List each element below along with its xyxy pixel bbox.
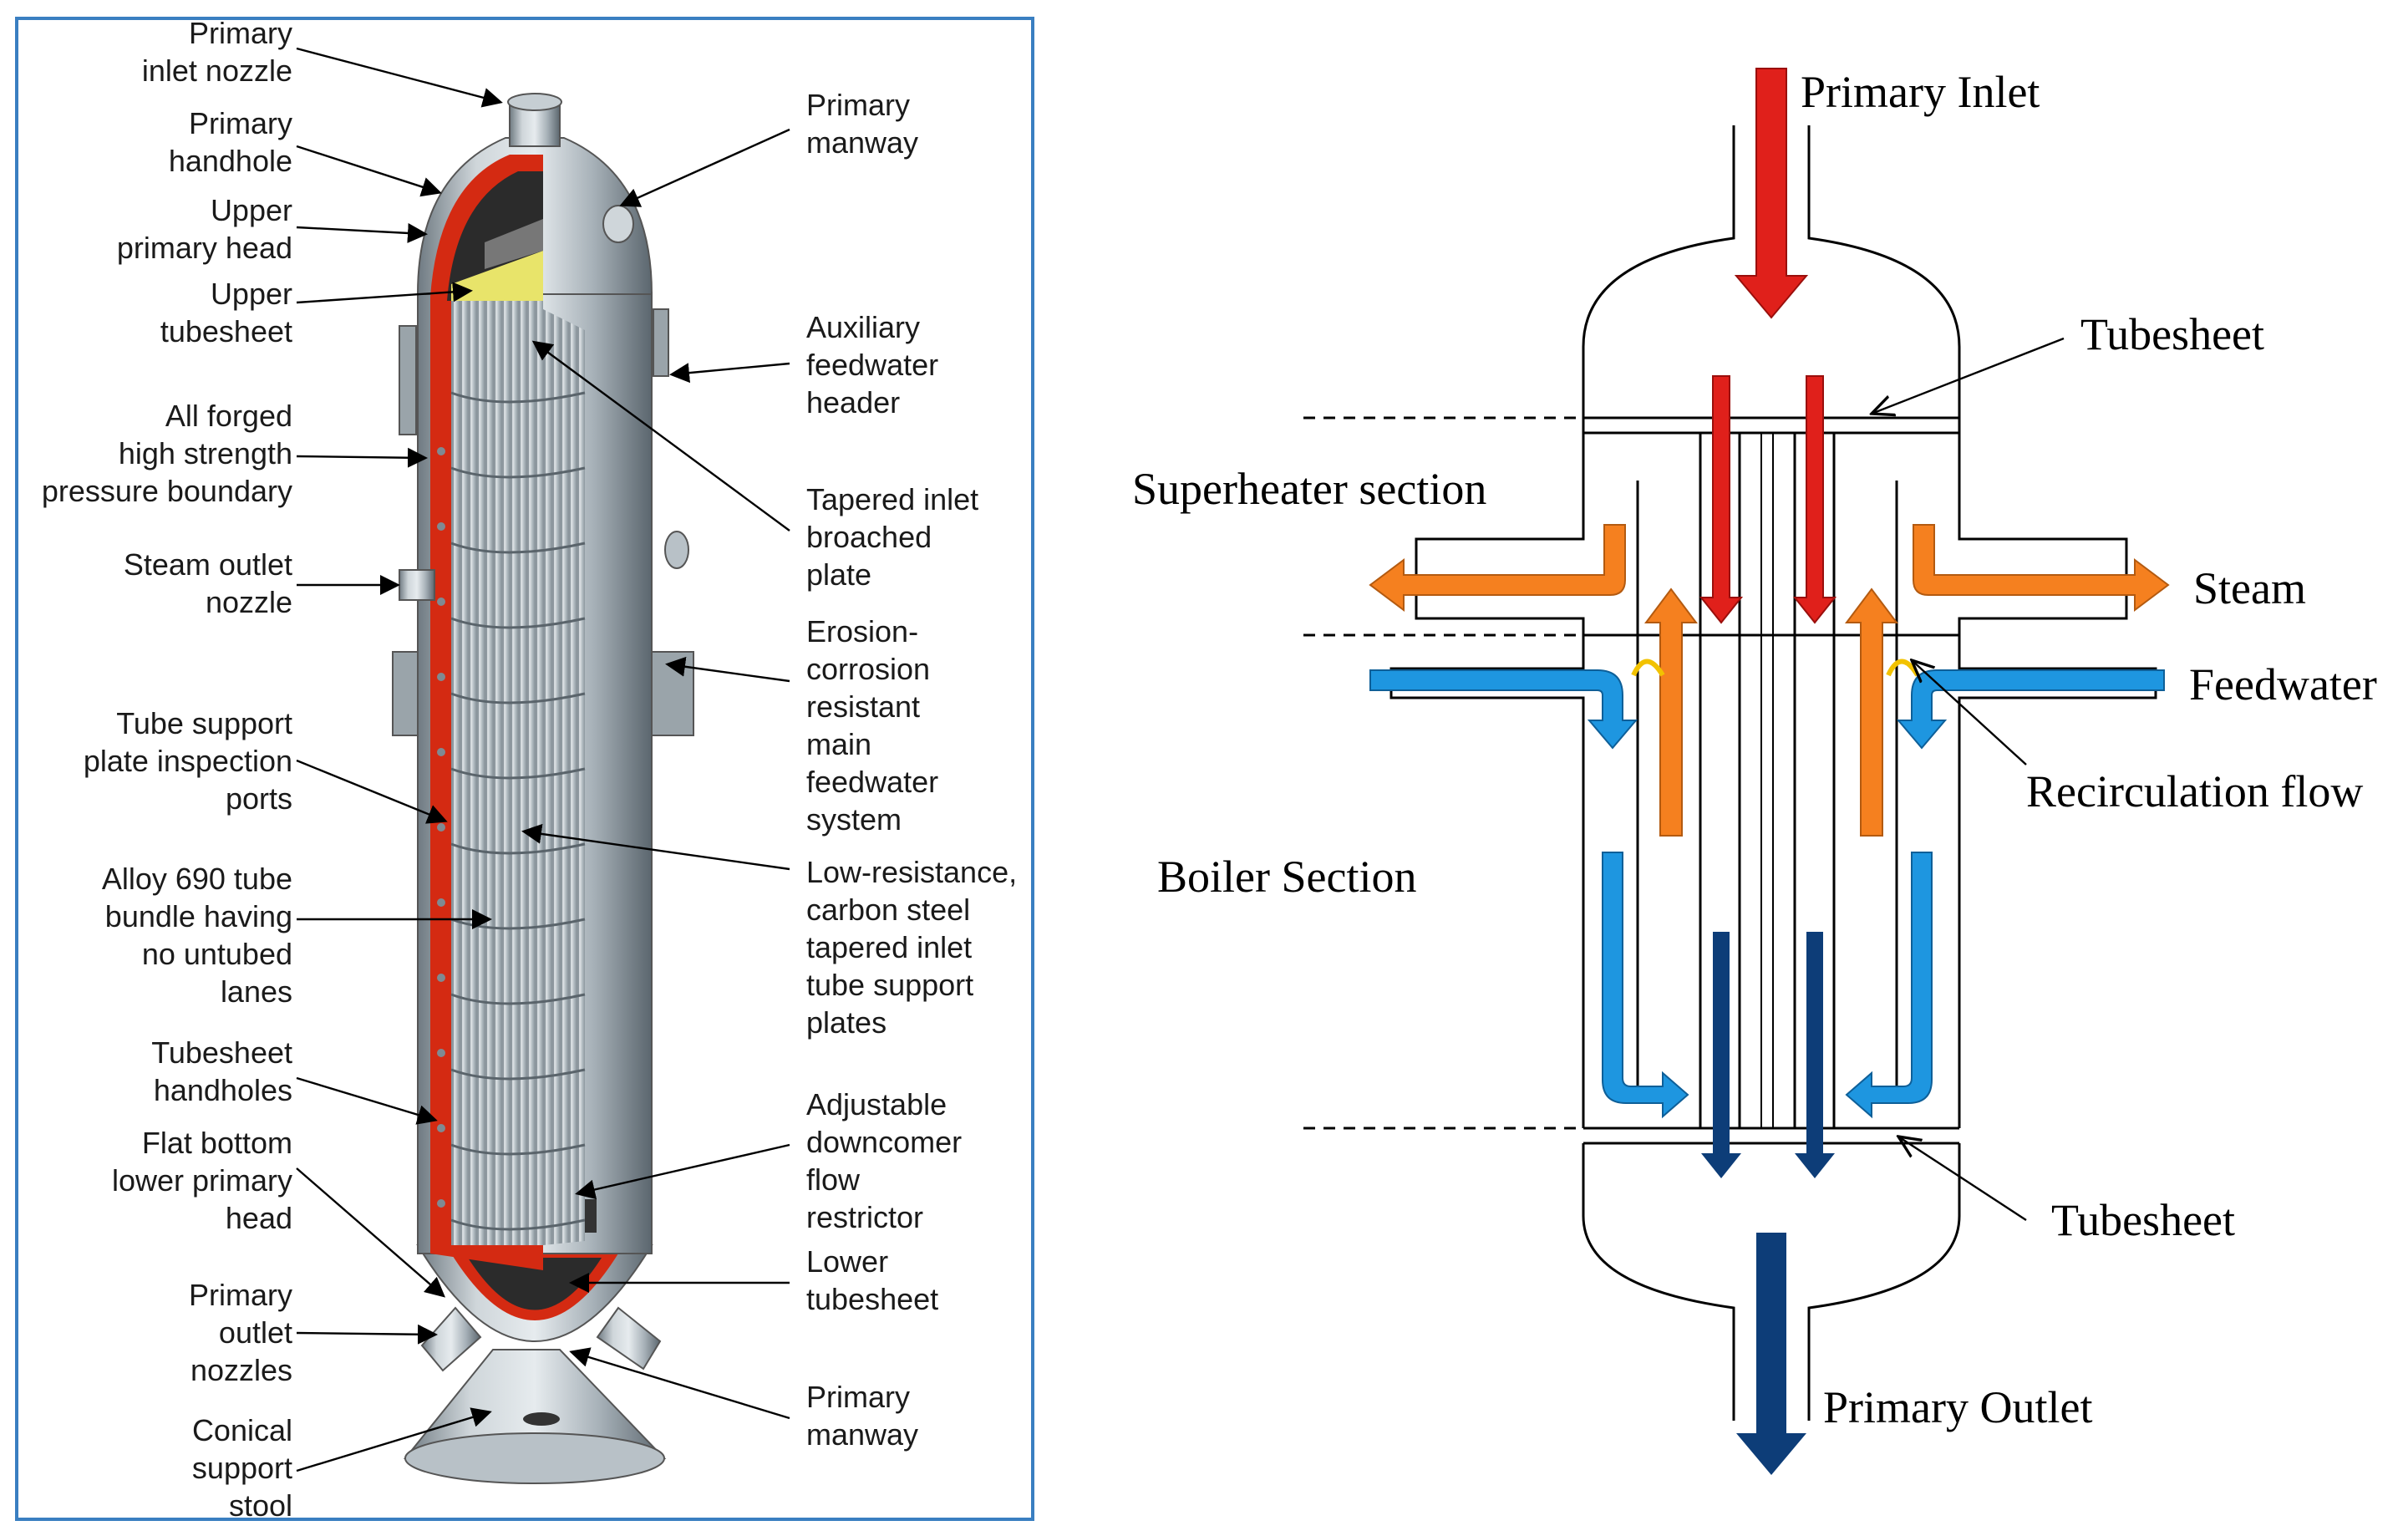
steam-flow-arrows [1369,524,2170,837]
schematic-labels: Primary Inlet Tubesheet Superheater sect… [1132,67,2377,1432]
steam-outlet-right [1913,524,2170,612]
label-steam: Steam [2193,563,2306,613]
steam-riser-left [1644,587,1698,837]
label-tubesheet-bottom: Tubesheet [2051,1195,2235,1245]
cold-leg-arrow-right [1795,932,1835,1178]
schematic-internals [1636,433,1898,1128]
label-tubesheet-top: Tubesheet [2080,309,2264,359]
left-panel-leader-lines [296,47,790,1472]
primary-inlet-arrow [1734,68,1809,319]
label-feedwater: Feedwater [2189,659,2377,710]
recirculation-arrow-left [1631,659,1665,677]
label-primary-inlet: Primary Inlet [1801,67,2040,117]
primary-outlet-arrow [1736,1233,1806,1475]
label-primary-outlet: Primary Outlet [1823,1382,2092,1432]
section-dashed-lines [1303,416,1583,1130]
label-boiler-section: Boiler Section [1157,852,1416,902]
steam-riser-right [1845,587,1898,837]
steam-outlet-left [1369,524,1626,612]
label-recirculation-flow: Recirculation flow [2026,766,2363,816]
feedwater-inlet-left [1369,669,1638,750]
steam-generator-cutaway-illustration [392,93,694,1484]
schematic-leader-lines [1872,337,2065,1222]
primary-flow-arrows [1699,68,1837,1475]
recirculation-arrow-right [1886,659,1920,677]
hot-leg-arrow-left [1699,375,1744,624]
feedwater-flow-arrows [1369,669,2165,1119]
label-superheater-section: Superheater section [1132,464,1486,514]
cold-leg-arrow-left [1701,932,1741,1178]
downcomer-arrow-right [1845,852,1933,1119]
feedwater-inlet-right [1896,669,2165,750]
hot-leg-arrow-right [1792,375,1837,624]
downcomer-arrow-left [1602,852,1689,1119]
